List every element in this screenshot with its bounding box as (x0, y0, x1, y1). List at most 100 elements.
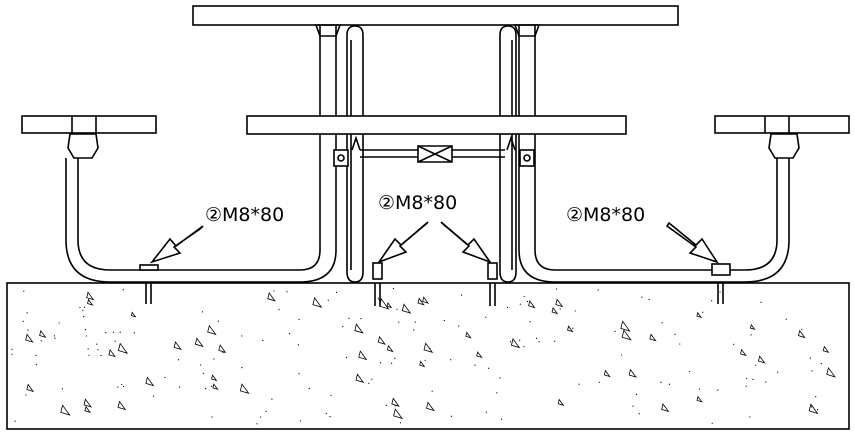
aggregate-dot (82, 309, 84, 311)
aggregate-dot (213, 358, 215, 360)
aggregate-dot (614, 330, 616, 333)
aggregate-dot (538, 341, 540, 343)
aggregate-dot (460, 294, 463, 296)
aggregate-dot (211, 416, 213, 418)
aggregate-dot (368, 382, 370, 384)
anchor-bolts (139, 262, 731, 306)
callout-right-label: ②M8*80 (566, 204, 645, 226)
aggregate-dot (278, 309, 280, 311)
aggregate-dot (83, 316, 85, 318)
aggregate-dot (97, 349, 99, 351)
aggregate-dot (325, 412, 327, 415)
aggregate-dot (119, 331, 121, 333)
aggregate-dot (399, 422, 402, 424)
aggregate-dot (679, 343, 681, 345)
aggregate-triangle (557, 398, 565, 406)
aggregate-triangle (391, 397, 400, 407)
aggregate-triangle (555, 298, 564, 308)
aggregate-triangle (211, 374, 218, 382)
callout-left-label: ②M8*80 (205, 204, 284, 226)
aggregate-triangle (86, 291, 95, 301)
aggregate-triangle (145, 376, 155, 387)
aggregate-dot (424, 359, 426, 362)
aggregate-dot (698, 388, 700, 390)
aggregate-dot (519, 303, 521, 305)
aggregate-dot (335, 291, 338, 293)
aggregate-dot (750, 334, 752, 336)
aggregate-dot (241, 367, 243, 369)
aggregate-dot (84, 328, 87, 331)
aggregate-dot (719, 291, 721, 293)
aggregate-dot (152, 395, 155, 397)
aggregate-dot (752, 378, 754, 380)
aggregate-dot (54, 337, 56, 339)
aggregate-dot (711, 422, 713, 424)
aggregate-dot (555, 288, 558, 290)
aggregate-dot (572, 327, 574, 329)
aggregate-dot (745, 385, 747, 387)
aggregate-triangle (757, 355, 766, 364)
aggregate-dot (661, 322, 663, 324)
aggregate-dot (262, 339, 264, 342)
aggregate-dot (746, 377, 748, 380)
aggregate-dot (717, 389, 719, 391)
aggregate-dot (371, 378, 373, 380)
aggregate-dot (11, 353, 13, 355)
aggregate-dot (114, 340, 116, 342)
aggregate-dot (702, 311, 704, 313)
aggregate-dot (122, 385, 125, 388)
aggregate-dot (398, 321, 400, 323)
aggregate-dot (450, 415, 452, 417)
aggregate-triangle (423, 342, 434, 354)
aggregate-dot (222, 351, 224, 354)
aggregate-triangle (476, 351, 483, 359)
callout-arrows (149, 221, 719, 264)
aggregate-dot (202, 372, 204, 375)
aggregate-dot (394, 357, 396, 359)
aggregate-triangle (620, 320, 631, 332)
aggregate-triangle (25, 333, 34, 343)
arrow-center-right (440, 221, 493, 264)
aggregate-triangle (419, 360, 426, 368)
aggregate-dot (380, 362, 382, 364)
aggregate-dot (256, 423, 258, 425)
aggregate-triangle (117, 342, 129, 354)
aggregate-dot (641, 296, 643, 298)
aggregate-triangle (207, 324, 217, 336)
aggregate-dot (598, 381, 600, 383)
aggregate-dot (211, 385, 213, 387)
aggregate-dot (390, 362, 393, 364)
aggregate-dot (58, 322, 60, 324)
aggregate-dot (749, 416, 751, 418)
aggregate-dot (488, 367, 490, 369)
aggregate-dot (201, 311, 204, 313)
aggregate-dot (330, 394, 332, 397)
aggregate-dot (88, 354, 90, 356)
aggregate-dot (496, 392, 498, 394)
aggregate-dot (810, 406, 813, 408)
aggregate-triangle (393, 408, 404, 420)
aggregate-triangle (312, 296, 323, 308)
aggregate-triangle (603, 369, 611, 378)
aggregate-dot (271, 398, 273, 400)
aggregate-dot (392, 287, 395, 290)
cross-brace (333, 135, 535, 167)
aggregate-triangle (84, 405, 92, 414)
aggregate-dot (485, 411, 487, 413)
aggregate-dot (733, 343, 735, 345)
aggregate-dot (35, 364, 38, 366)
aggregate-dot (820, 362, 822, 365)
aggregate-triangle (628, 368, 637, 378)
aggregate-dot (297, 344, 299, 346)
aggregate-triangle (173, 341, 182, 351)
table-frame (65, 24, 800, 283)
aggregate-dot (765, 381, 767, 383)
aggregate-triangle (117, 400, 127, 411)
aggregate-dot (87, 348, 89, 350)
aggregate-triangle (822, 345, 830, 353)
aggregate-dot (177, 359, 180, 361)
aggregate-dot (199, 364, 202, 366)
aggregate-triangle (426, 401, 435, 412)
aggregate-dot (121, 383, 123, 386)
